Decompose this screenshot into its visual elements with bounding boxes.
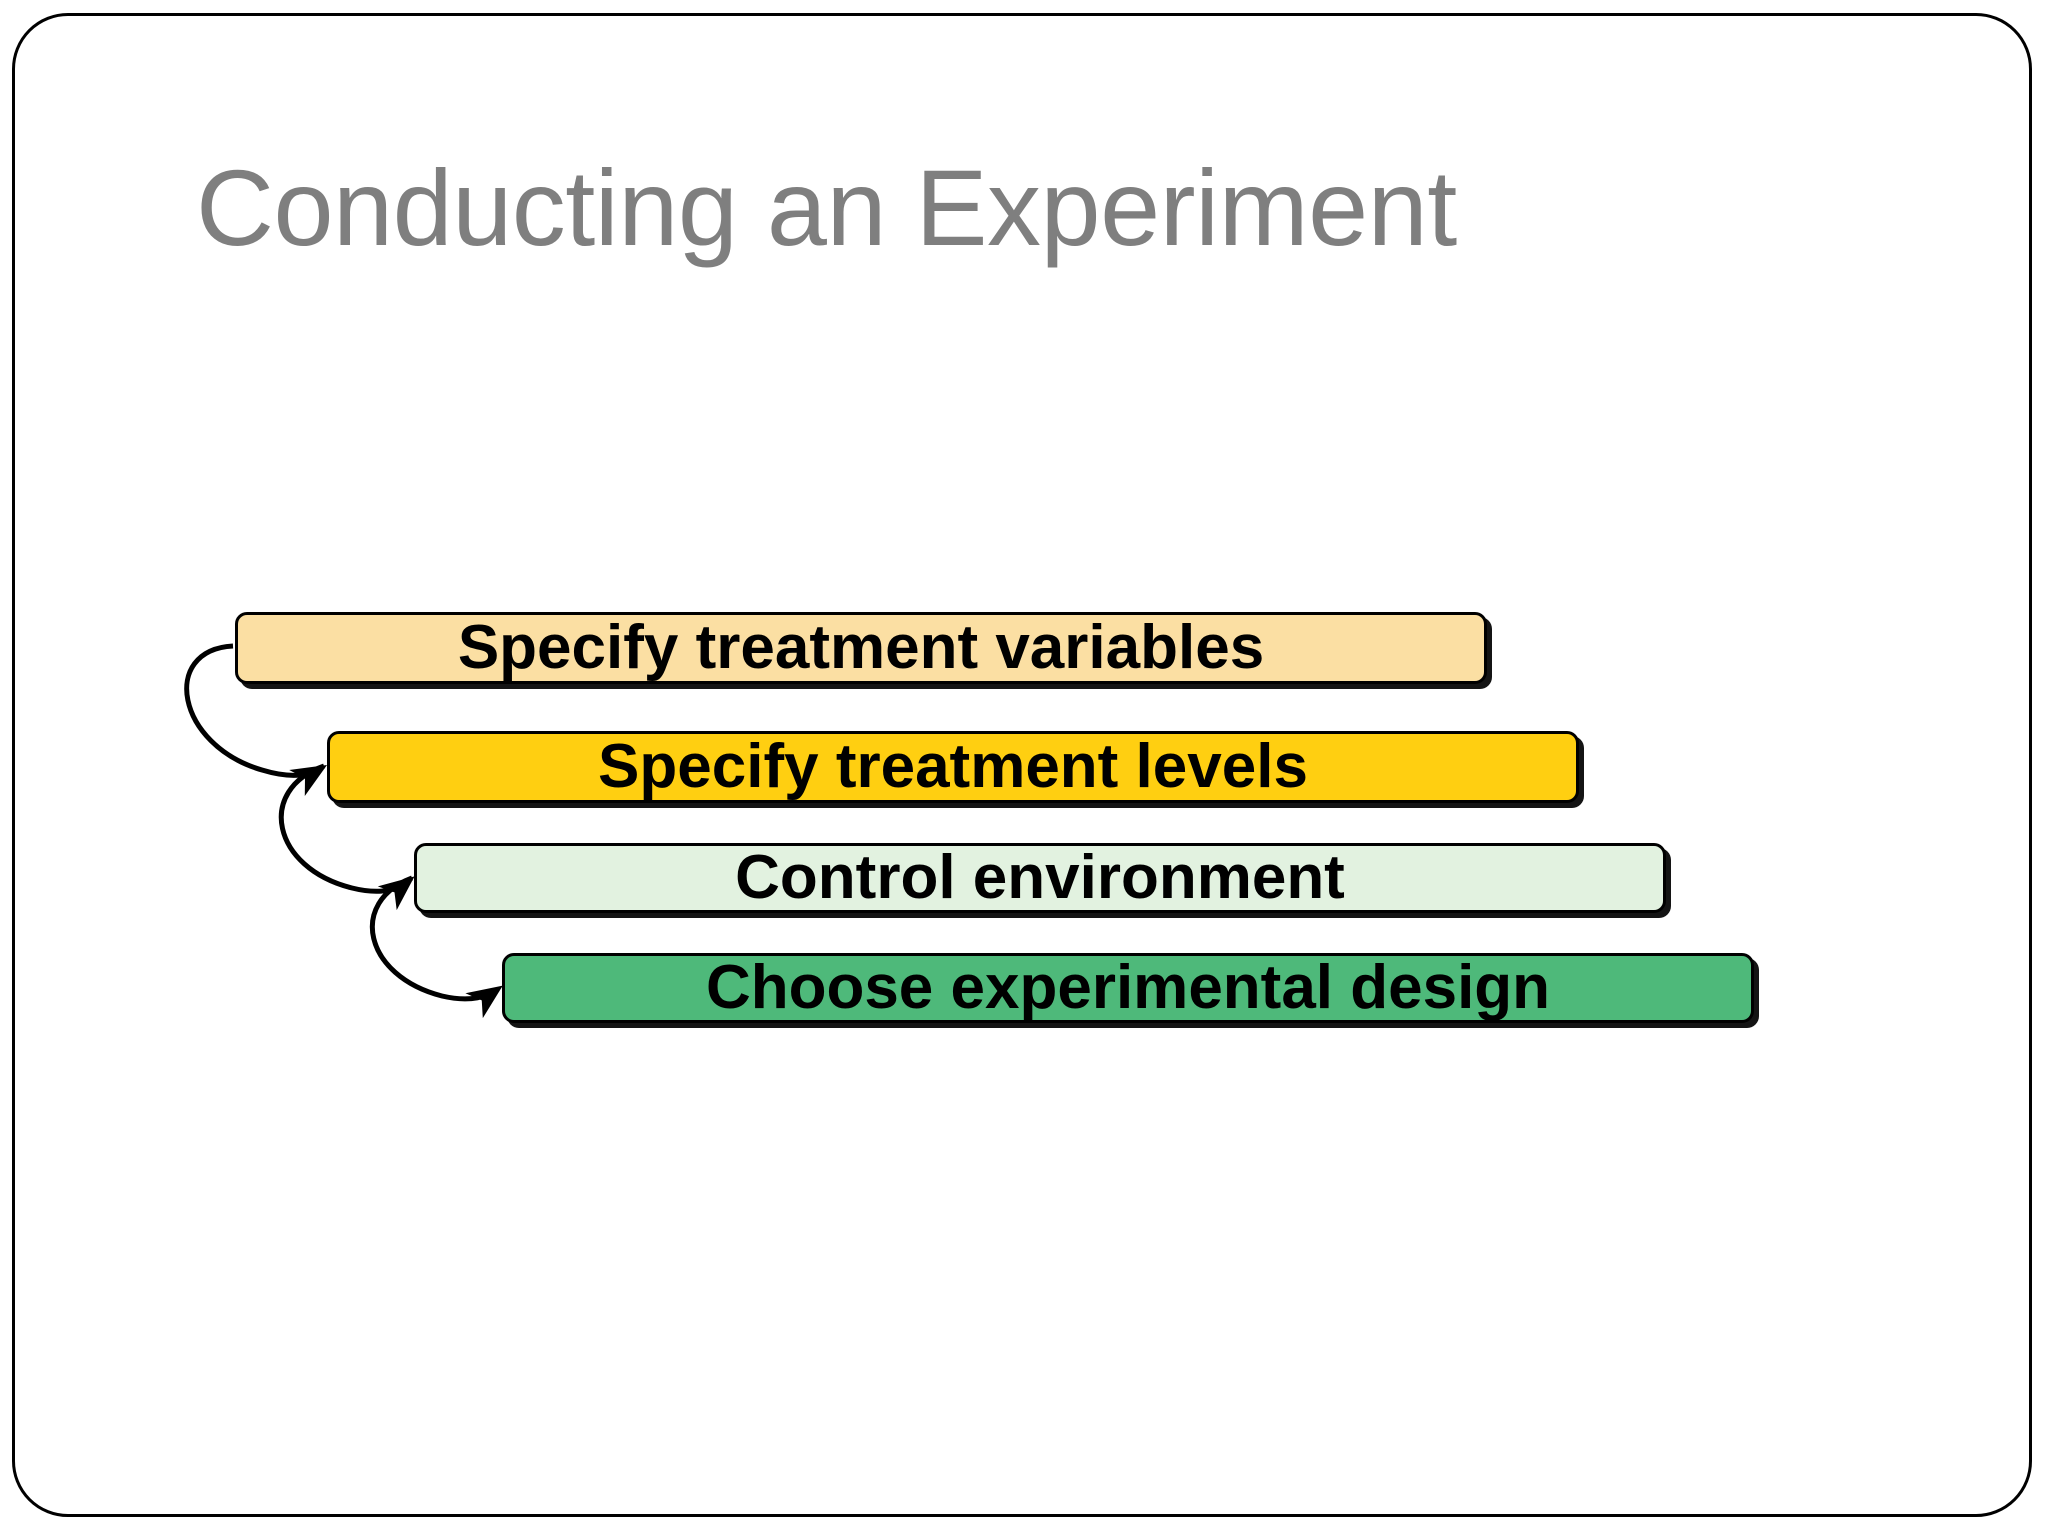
page-title: Conducting an Experiment [196, 147, 1457, 268]
flow-step-label-1: Specify treatment variables [457, 612, 1265, 682]
flow-step-label-3: Control environment [735, 842, 1345, 912]
flow-step-box-2[interactable]: Specify treatment levels [327, 731, 1579, 803]
flow-step-box-1[interactable]: Specify treatment variables [235, 612, 1487, 684]
flow-step-label-4: Choose experimental design [705, 952, 1551, 1022]
flow-step-box-3[interactable]: Control environment [414, 843, 1666, 913]
flow-step-box-4[interactable]: Choose experimental design [502, 953, 1754, 1023]
flow-step-label-2: Specify treatment levels [598, 731, 1308, 801]
slide-border-frame [12, 13, 2032, 1517]
